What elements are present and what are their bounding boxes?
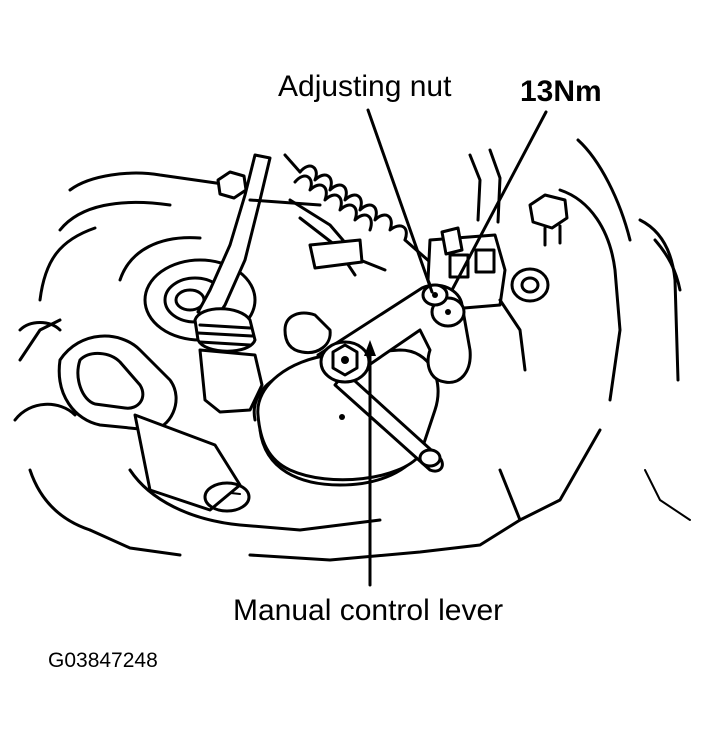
figure-code-label: G03847248 (48, 649, 158, 672)
adjusting-nut-leader (366, 108, 434, 294)
shift-cable (193, 153, 272, 414)
torque-leader (450, 110, 548, 292)
upper-bolts (216, 170, 569, 247)
spring-cable (248, 153, 432, 277)
adjusting-nut-label: Adjusting nut (278, 70, 452, 103)
shaft-boss (256, 311, 440, 482)
manual-control-lever-label: Manual control lever (233, 594, 504, 627)
torque-spec-label: 13Nm (520, 75, 602, 108)
transmission-case (18, 138, 691, 562)
leader-lines (364, 108, 548, 587)
left-coupling (13, 321, 251, 513)
adjusting-nut (421, 283, 466, 328)
